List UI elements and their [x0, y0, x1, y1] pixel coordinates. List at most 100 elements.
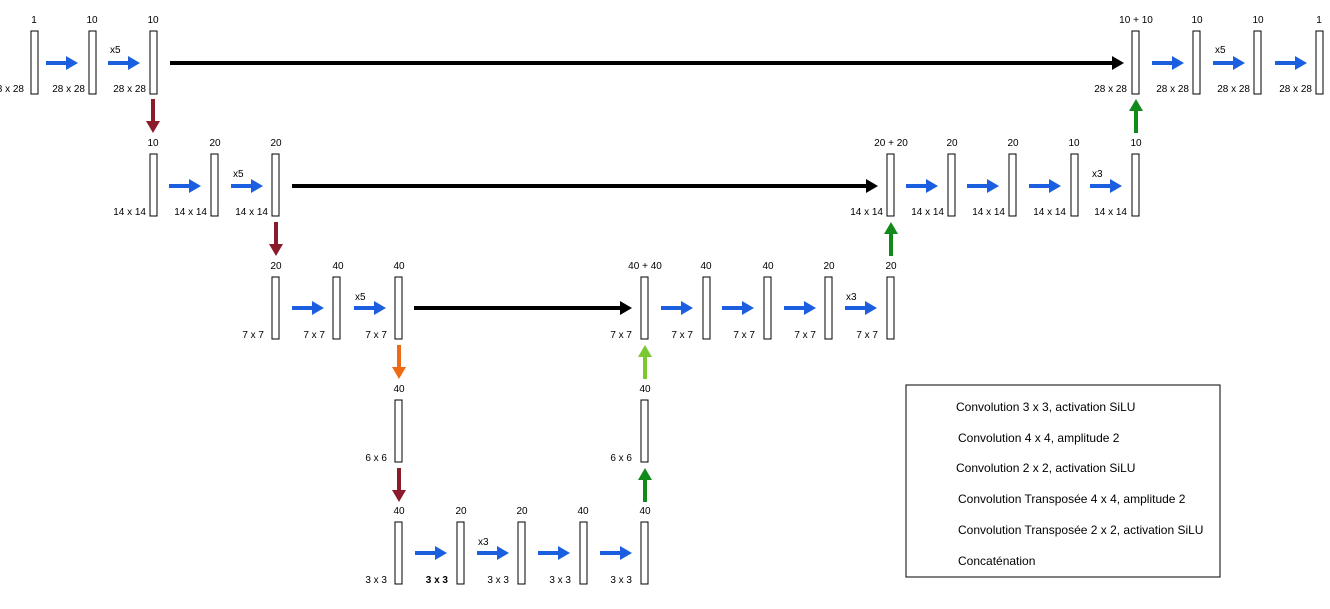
block-channels: 40	[639, 384, 651, 395]
conv3-arrow	[46, 56, 78, 70]
legend-label-tconv4: Convolution Transposée 4 x 4, amplitude …	[958, 492, 1186, 506]
feature-map-block	[394, 399, 403, 463]
conv3-arrow	[1152, 56, 1184, 70]
block-size: 6 x 6	[365, 453, 387, 464]
block-channels: 20	[209, 138, 221, 149]
level-2-decoder: 20 + 20 14 x 14 20 14 x 14 20 14 x 14 10…	[850, 138, 1142, 218]
repeat-label: x5	[233, 169, 244, 180]
repeat-label: x3	[478, 537, 489, 548]
feature-map-block	[517, 521, 526, 585]
block-channels: 40 + 40	[628, 261, 662, 272]
repeat-label: x5	[1215, 45, 1226, 56]
repeat-label: x5	[355, 292, 366, 303]
block-channels: 10	[147, 15, 159, 26]
legend-label-tconv2: Convolution Transposée 2 x 2, activation…	[958, 523, 1203, 537]
feature-map-block	[271, 276, 280, 340]
feature-map-block	[394, 521, 403, 585]
legend-box	[905, 384, 1221, 578]
block-channels: 40	[577, 506, 589, 517]
feature-map-block	[394, 276, 403, 340]
legend-label-conv4: Convolution 4 x 4, amplitude 2	[958, 431, 1120, 445]
repeat-label: x3	[846, 292, 857, 303]
feature-map-block	[1315, 30, 1324, 95]
feature-map-block	[1008, 153, 1017, 217]
level-1-encoder: 1 28 x 28 10 28 x 28 10 28 x 28 x5	[0, 15, 159, 95]
block-size: 3 x 3	[610, 575, 632, 586]
block-channels: 40	[393, 506, 405, 517]
level-1-decoder: 10 + 10 28 x 28 10 28 x 28 10 28 x 28 1 …	[1094, 15, 1324, 95]
block-channels: 20	[823, 261, 835, 272]
conv3-arrow	[784, 301, 816, 315]
feature-map-block	[332, 276, 341, 340]
block-size: 7 x 7	[794, 330, 816, 341]
block-size: 7 x 7	[610, 330, 632, 341]
block-channels: 10	[86, 15, 98, 26]
feature-map-block	[1070, 153, 1079, 217]
block-channels: 20	[516, 506, 528, 517]
feature-map-block	[886, 153, 895, 217]
conv4-down-arrow	[392, 468, 406, 502]
bottleneck: 40 3 x 3 20 3 x 3 20 3 x 3 40 3 x 3 40 3…	[365, 506, 651, 586]
conv3-arrow	[845, 301, 877, 315]
level-3-encoder: 20 7 x 7 40 7 x 7 40 7 x 7 x5	[242, 261, 405, 341]
block-channels: 20	[1007, 138, 1019, 149]
feature-map-block	[210, 153, 219, 217]
feature-map-block	[640, 399, 649, 463]
block-size: 7 x 7	[242, 330, 264, 341]
conv3-arrow	[906, 179, 938, 193]
block-size: 14 x 14	[1033, 207, 1066, 218]
feature-map-block	[1131, 30, 1140, 95]
block-channels: 20	[270, 261, 282, 272]
conv3-arrow	[722, 301, 754, 315]
block-channels: 1	[1316, 15, 1322, 26]
block-channels: 40	[393, 261, 405, 272]
block-size: 14 x 14	[911, 207, 944, 218]
tconv4-up-arrow	[1129, 99, 1143, 133]
block-channels: 1	[31, 15, 37, 26]
concat-arrow	[170, 56, 1124, 70]
block-size: 3 x 3	[549, 575, 571, 586]
level-3-decoder: 40 + 40 7 x 7 40 7 x 7 40 7 x 7 20 7 x 7…	[610, 261, 897, 341]
block-size: 7 x 7	[671, 330, 693, 341]
conv3-arrow	[1213, 56, 1245, 70]
conv3-arrow	[354, 301, 386, 315]
block-size: 28 x 28	[1279, 84, 1312, 95]
feature-map-block	[640, 276, 649, 340]
level-4: 40 6 x 6 40 6 x 6	[365, 384, 651, 464]
feature-map-block	[1192, 30, 1201, 95]
legend-label-conv2: Convolution 2 x 2, activation SiLU	[956, 461, 1135, 475]
conv3-arrow	[108, 56, 140, 70]
block-size: 14 x 14	[850, 207, 883, 218]
level-2-encoder: 10 14 x 14 20 14 x 14 20 14 x 14 x5	[113, 138, 282, 218]
conv3-arrow	[292, 301, 324, 315]
block-channels: 40	[639, 506, 651, 517]
repeat-label: x3	[1092, 169, 1103, 180]
conv3-arrow	[600, 546, 632, 560]
feature-map-block	[30, 30, 39, 95]
block-size: 14 x 14	[235, 207, 268, 218]
repeat-label: x5	[110, 45, 121, 56]
feature-map-block	[763, 276, 772, 340]
feature-map-block	[824, 276, 833, 340]
conv3-arrow	[477, 546, 509, 560]
block-size: 28 x 28	[1156, 84, 1189, 95]
block-size: 14 x 14	[174, 207, 207, 218]
conv3-arrow	[1029, 179, 1061, 193]
legend-label-concat: Concaténation	[958, 554, 1035, 568]
block-size: 3 x 3	[426, 575, 449, 586]
tconv4-up-arrow	[638, 468, 652, 502]
conv3-arrow	[661, 301, 693, 315]
block-size: 7 x 7	[733, 330, 755, 341]
block-channels: 10	[1191, 15, 1203, 26]
feature-map-block	[702, 276, 711, 340]
conv3-arrow	[967, 179, 999, 193]
block-channels: 40	[762, 261, 774, 272]
block-size: 14 x 14	[113, 207, 146, 218]
tconv4-up-arrow	[884, 222, 898, 256]
concat-arrow	[292, 179, 878, 193]
block-size: 14 x 14	[1094, 207, 1127, 218]
block-channels: 40	[393, 384, 405, 395]
block-channels: 10	[147, 138, 159, 149]
block-size: 28 x 28	[1094, 84, 1127, 95]
